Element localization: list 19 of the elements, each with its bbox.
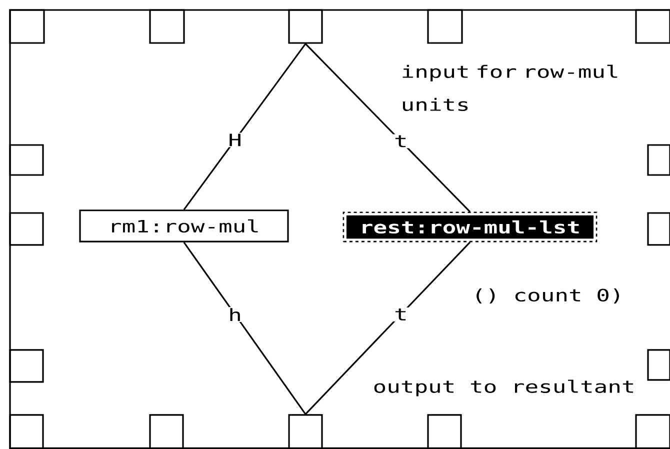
port-square <box>9 349 44 383</box>
port-square <box>149 9 185 44</box>
port-square <box>427 9 463 44</box>
note-text: output to resultant <box>374 380 634 396</box>
connector-line <box>183 242 306 415</box>
connector-line <box>304 43 471 212</box>
port-square <box>288 9 323 44</box>
edge-label: H <box>230 134 240 146</box>
note-text: () count 0) <box>476 288 619 304</box>
edge-label: t <box>395 308 406 320</box>
unit-box: rm1:row-mul <box>79 210 289 242</box>
port-square <box>9 144 44 176</box>
connector-line <box>304 242 471 415</box>
port-square <box>9 9 45 44</box>
unit-box: rest:row-mul-lst <box>342 212 598 242</box>
port-square <box>9 212 44 246</box>
connector-line <box>183 43 306 210</box>
edge-label: t <box>395 135 406 148</box>
edge-label: h <box>230 308 240 322</box>
